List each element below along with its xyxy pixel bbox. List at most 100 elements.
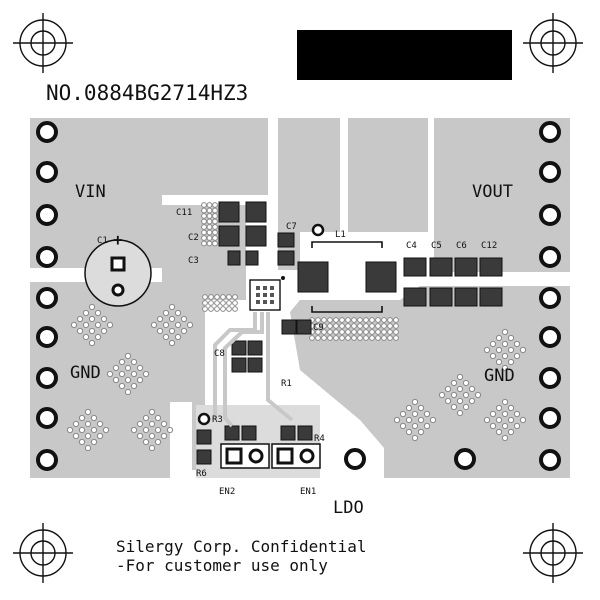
via xyxy=(208,300,214,306)
via xyxy=(212,207,218,214)
via xyxy=(206,218,213,225)
via xyxy=(363,335,369,341)
via xyxy=(168,315,176,323)
via xyxy=(339,323,345,329)
c4-pad xyxy=(403,257,427,277)
via xyxy=(456,373,464,381)
via xyxy=(357,323,363,329)
via xyxy=(118,370,126,378)
c11-pad xyxy=(218,201,240,223)
jumper-headers xyxy=(197,412,321,469)
ic-footprint xyxy=(249,276,285,311)
via xyxy=(212,235,218,241)
via xyxy=(501,398,509,406)
via xyxy=(501,352,509,360)
via xyxy=(411,398,419,406)
via xyxy=(381,329,387,335)
c6-label: C6 xyxy=(456,241,467,251)
via xyxy=(130,358,138,366)
via xyxy=(369,329,375,335)
via xyxy=(90,426,98,434)
via xyxy=(206,240,213,247)
via xyxy=(309,335,315,341)
via xyxy=(375,335,381,341)
via xyxy=(456,385,464,393)
via xyxy=(405,416,413,424)
via xyxy=(212,202,218,208)
via xyxy=(201,207,207,214)
via xyxy=(387,317,393,323)
via xyxy=(438,391,446,399)
via xyxy=(507,334,515,342)
l1-pad-right xyxy=(365,261,397,293)
vout-pour xyxy=(434,118,570,272)
via xyxy=(150,321,158,329)
en2-label: EN2 xyxy=(219,487,235,497)
via xyxy=(214,306,220,312)
via xyxy=(399,410,407,418)
via xyxy=(456,397,464,405)
via xyxy=(202,306,208,312)
via xyxy=(423,410,431,418)
via xyxy=(100,327,108,335)
via xyxy=(321,323,327,329)
via xyxy=(206,229,213,236)
via xyxy=(100,315,108,323)
via xyxy=(226,294,232,300)
via xyxy=(84,444,92,452)
via xyxy=(357,329,363,335)
via xyxy=(495,416,503,424)
via xyxy=(82,321,90,329)
via xyxy=(180,315,188,323)
via xyxy=(501,422,509,430)
via xyxy=(345,329,351,335)
via xyxy=(339,317,345,323)
c2-pad xyxy=(218,225,240,247)
via xyxy=(202,300,208,306)
via xyxy=(450,379,458,387)
via xyxy=(180,327,188,335)
via xyxy=(106,370,114,378)
via xyxy=(88,315,96,323)
via xyxy=(393,416,401,424)
via xyxy=(483,346,491,354)
c2-label: C2 xyxy=(188,233,199,243)
via xyxy=(393,323,399,329)
mid-pour xyxy=(348,118,428,232)
via xyxy=(351,335,357,341)
via xyxy=(106,321,114,329)
gnd-label-right: GND xyxy=(484,366,515,386)
via xyxy=(393,317,399,323)
via xyxy=(166,426,174,434)
en1-label: EN1 xyxy=(300,487,316,497)
via xyxy=(212,218,218,225)
via xyxy=(66,426,74,434)
via xyxy=(507,404,515,412)
c5-pad xyxy=(429,257,453,277)
via xyxy=(162,309,170,317)
via xyxy=(76,327,84,335)
via xyxy=(130,382,138,390)
r-en2-pad xyxy=(224,425,240,441)
c8-pad-4 xyxy=(247,357,263,373)
part-number: NO.0884BG2714HZ3 xyxy=(46,81,248,105)
via xyxy=(327,317,333,323)
via xyxy=(168,303,176,311)
via xyxy=(513,410,521,418)
via xyxy=(88,303,96,311)
via xyxy=(94,309,102,317)
c12-pad-2 xyxy=(479,287,503,307)
c5-pad-2 xyxy=(429,287,453,307)
via xyxy=(214,300,220,306)
registration-mark-top-right xyxy=(523,13,583,73)
r3-label: R3 xyxy=(212,415,223,425)
via xyxy=(393,335,399,341)
via xyxy=(345,335,351,341)
r6-pad xyxy=(196,449,212,465)
via xyxy=(468,397,476,405)
via xyxy=(201,224,207,230)
via xyxy=(154,414,162,422)
r3-pad xyxy=(196,429,212,445)
via xyxy=(333,329,339,335)
